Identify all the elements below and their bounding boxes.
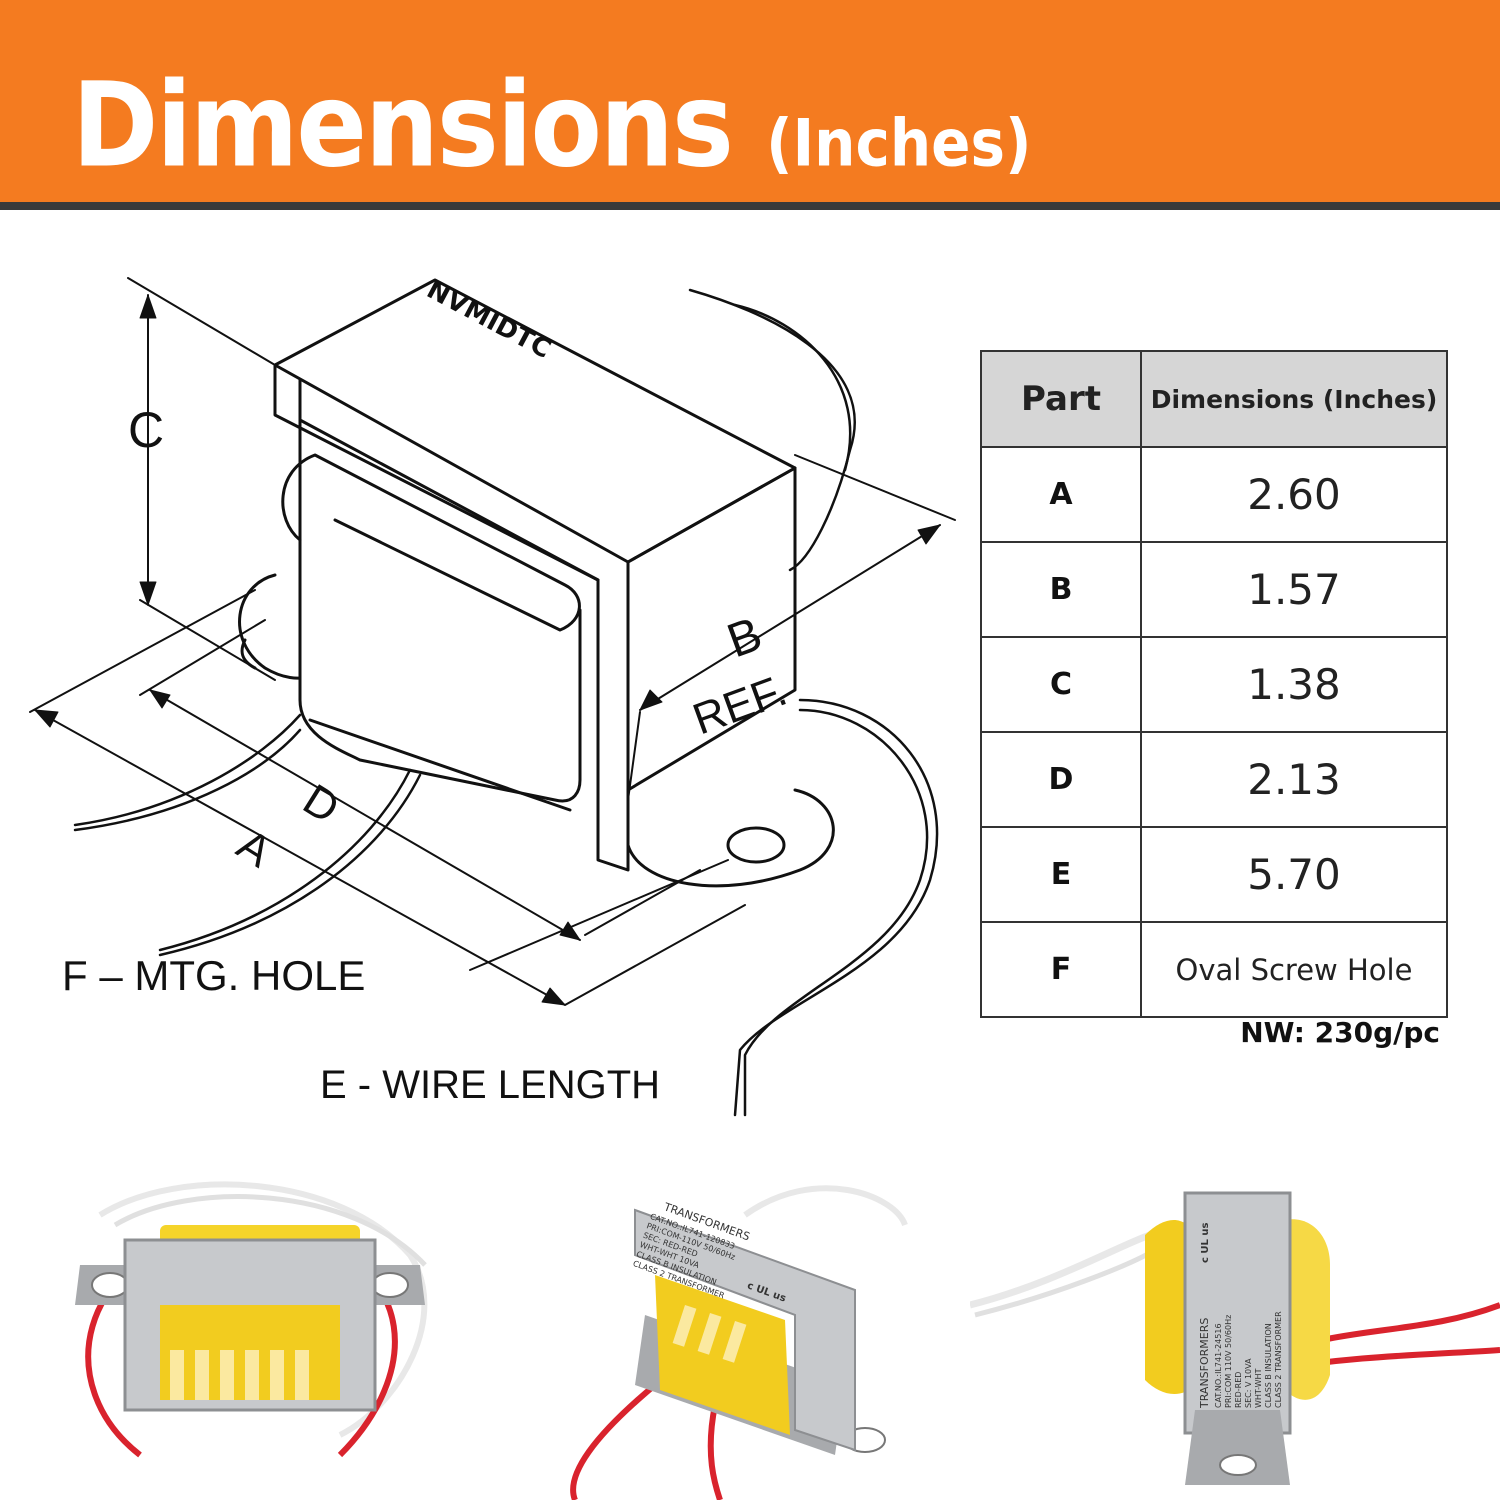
title-units: (Inches) (766, 105, 1032, 182)
table-header-row: Part Dimensions (Inches) (980, 350, 1448, 448)
core-top-face (273, 278, 797, 564)
table-row: A 2.60 (980, 446, 1448, 543)
label-c: C (128, 402, 164, 458)
table-row: F Oval Screw Hole (980, 921, 1448, 1018)
part-cell: E (980, 826, 1142, 923)
part-cell: F (980, 921, 1142, 1018)
photo3-label-line: CLASS B INSULATION (1264, 1323, 1273, 1408)
net-weight: NW: 230g/pc (1240, 1016, 1440, 1049)
label-a: A (229, 820, 280, 877)
part-cell: C (980, 636, 1142, 733)
core-right-face (626, 466, 797, 792)
dimensions-table: Part Dimensions (Inches) A 2.60 B 1.57 C… (980, 350, 1448, 1018)
photo3-label-line: WHT-WHT (1254, 1368, 1263, 1408)
table-row: E 5.70 (980, 826, 1448, 923)
title-text: Dimensions (72, 56, 734, 194)
photo3-label-line: CAT.NO.:IL741-24516 (1214, 1323, 1223, 1408)
dim-b-line (627, 454, 956, 801)
wire-left-1 (73, 713, 302, 827)
header-part: Part (980, 350, 1142, 448)
dim-f-leader (469, 859, 729, 971)
part-cell: B (980, 541, 1142, 638)
product-photos: TRANSFORMERS CAT.NO.:IL741-120833 PRI:CO… (0, 1155, 1500, 1500)
dim-c-line (127, 277, 276, 681)
product-photo-side: TRANSFORMERS CAT.NO.:IL741-24516 PRI:COM… (970, 1191, 1500, 1485)
value-cell: 1.38 (1140, 636, 1448, 733)
table-row: B 1.57 (980, 541, 1448, 638)
wire-top (688, 288, 856, 572)
value-cell: 2.60 (1140, 446, 1448, 543)
value-cell: Oval Screw Hole (1140, 921, 1448, 1018)
part-cell: D (980, 731, 1142, 828)
label-b: B (721, 608, 769, 669)
label-d: D (295, 775, 348, 833)
mounting-foot-left (238, 573, 302, 680)
wire-right (733, 698, 939, 1117)
mounting-foot-right (626, 788, 835, 888)
core-front-face (273, 363, 630, 872)
brand-label: NVMIDTC (422, 275, 556, 365)
coil-body (298, 538, 582, 803)
ul-cert-mark: c UL us (1200, 1222, 1211, 1263)
mounting-hole (726, 826, 786, 864)
photo3-label-title: TRANSFORMERS (1198, 1318, 1211, 1409)
dim-d-line (139, 619, 701, 941)
table-row: D 2.13 (980, 731, 1448, 828)
part-cell: A (980, 446, 1142, 543)
product-photo-front (75, 1181, 428, 1458)
value-cell: 1.57 (1140, 541, 1448, 638)
photo3-label-line: PRI:COM 110V 50/60Hz (1224, 1315, 1233, 1408)
coil-upper (281, 453, 581, 632)
label-f-hole: F – MTG. HOLE (62, 952, 365, 999)
header-dimensions: Dimensions (Inches) (1140, 350, 1448, 448)
label-e-wire: E - WIRE LENGTH (320, 1063, 660, 1107)
label-b-ref: REF. (687, 666, 793, 745)
photo3-label-line: SEC: V 10VA (1244, 1358, 1253, 1408)
value-cell: 2.13 (1140, 731, 1448, 828)
photo3-label-line: CLASS 2 TRANSFORMER (1274, 1311, 1283, 1408)
value-cell: 5.70 (1140, 826, 1448, 923)
header-banner: Dimensions (Inches) (0, 0, 1500, 210)
wire-left-2 (158, 768, 412, 952)
table-row: C 1.38 (980, 636, 1448, 733)
product-photo-angled: TRANSFORMERS CAT.NO.:IL741-120833 PRI:CO… (570, 1185, 908, 1500)
transformer-diagram: NVMIDTC C B REF. D A F – MTG. HOLE E - W… (29, 275, 956, 1117)
dim-a-line (29, 589, 746, 1006)
page-title: Dimensions (Inches) (72, 58, 1032, 210)
photo3-label-line: RED-RED (1234, 1372, 1243, 1408)
